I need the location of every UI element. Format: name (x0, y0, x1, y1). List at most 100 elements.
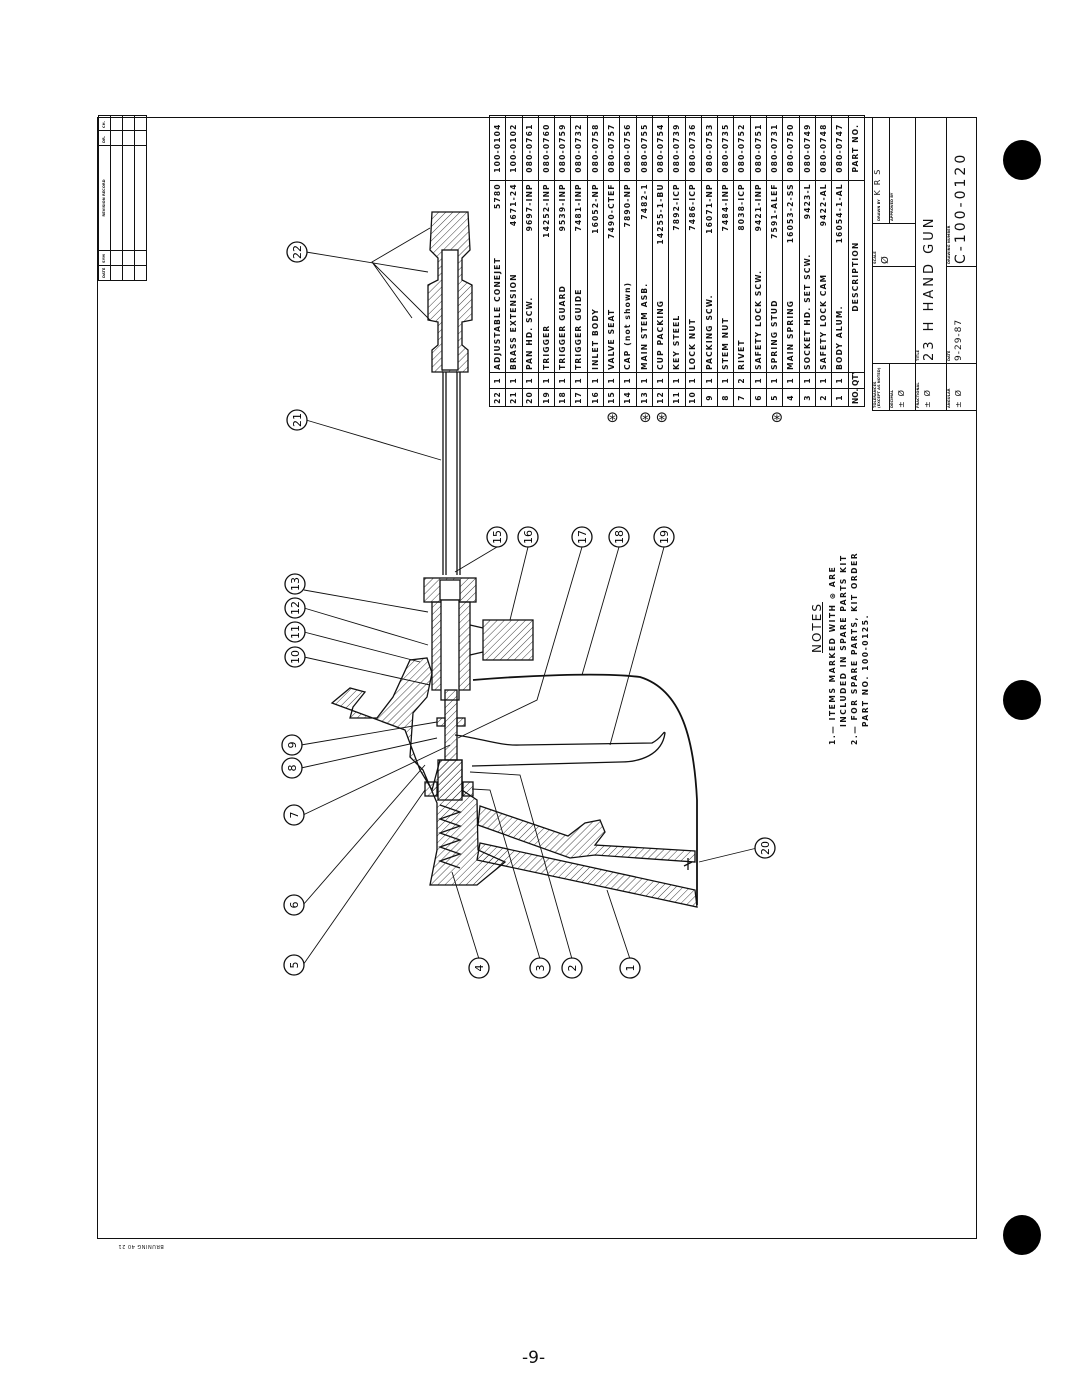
callout-circle (286, 241, 308, 263)
part-number-cell: 3 (799, 388, 816, 407)
callout-circle (283, 804, 305, 826)
callout-circle (529, 957, 551, 979)
part-no-cell: 080-0748 (815, 115, 832, 181)
part-no-cell: 080-0749 (799, 115, 816, 181)
paper-brand-footer: BRUNING 40 21 (118, 1243, 164, 1249)
part-description: BRASS EXTENSION (509, 273, 519, 370)
callout-number: 16 (522, 530, 535, 544)
callout-number: 6 (288, 902, 301, 909)
notes-block: NOTES 1.— ITEMS MARKED WITH ⊛ ARE INCLUD… (810, 510, 890, 745)
callout-number: 17 (576, 530, 589, 544)
part-qty-cell: 1 (652, 372, 669, 389)
spare-part-marker-icon: ⊛ (770, 408, 784, 426)
part-vendor-code: 16052-NP (590, 183, 600, 234)
part-description: SAFETY LOCK SCW. (753, 269, 763, 370)
part-description: PACKING SCW. (704, 294, 714, 370)
part-number-cell: 10 (685, 388, 702, 407)
part-qty-cell: 1 (489, 372, 506, 389)
part-no-cell: 080-0735 (717, 115, 734, 181)
part-vendor-code: 7482-1 (639, 183, 649, 220)
part-vendor-code: 7481-INP (574, 183, 584, 232)
part-description: SOCKET HD. SET SCW. (802, 253, 812, 370)
part-number-cell: 5 (766, 388, 783, 407)
callout-circle (571, 526, 593, 548)
part-qty-cell: 1 (668, 372, 686, 389)
callout-circle (283, 954, 305, 976)
part-description: TRIGGER GUARD (558, 284, 568, 370)
callout-circle (653, 526, 675, 548)
callout-9: 9 (281, 734, 303, 756)
part-vendor-code: 14252-INP (541, 183, 551, 238)
part-qty-cell: 1 (522, 372, 539, 389)
part-qty-cell: 1 (701, 372, 718, 389)
part-vendor-code: 16054-1-AL (835, 183, 845, 244)
drawn-by-label: DRAWN BY (877, 199, 881, 221)
part-vendor-code: 9539-INP (558, 183, 568, 232)
part-number-cell: 19 (538, 388, 555, 407)
part-description: STEM NUT (721, 317, 731, 370)
part-qty-cell: 1 (505, 372, 523, 389)
callout-circle (619, 957, 641, 979)
callout-5: 5 (283, 954, 305, 976)
callout-number: 11 (289, 625, 302, 639)
part-description: SAFETY LOCK CAM (818, 273, 828, 370)
callout-number: 12 (289, 601, 302, 615)
callout-circle (284, 621, 306, 643)
callout-13: 13 (284, 573, 306, 595)
trigger (454, 731, 666, 767)
part-number-cell: 4 (782, 388, 800, 407)
part-no-cell: 080-0755 (636, 115, 653, 181)
part-no-cell: 080-0756 (619, 115, 637, 181)
callout-circle (283, 894, 305, 916)
date-value: 9-29-87 (953, 318, 964, 361)
part-qty-cell: 1 (619, 372, 637, 389)
part-no-cell: 080-0753 (701, 115, 718, 181)
callout-number: 19 (658, 530, 671, 544)
part-qty-cell: 1 (587, 372, 604, 389)
part-no-cell: 080-0750 (782, 115, 800, 181)
spring-stud (437, 759, 463, 801)
part-vendor-code: 7490-CTEF (606, 183, 616, 239)
part-number-cell: 9 (701, 388, 718, 407)
part-qty-cell: 1 (717, 372, 734, 389)
part-description: VALVE SEAT (606, 308, 616, 370)
note-1-continuation: INCLUDED IN SPARE PARTS KIT (839, 554, 848, 727)
callout-circle (284, 573, 306, 595)
part-number-cell: 7 (733, 388, 751, 407)
callout-number: 4 (473, 965, 486, 972)
part-description: BODY ALUM. (835, 305, 845, 370)
part-qty-cell: 1 (799, 372, 816, 389)
notes-title: NOTES (810, 602, 824, 653)
part-qty-cell: 1 (538, 372, 555, 389)
callout-10: 10 (284, 646, 306, 668)
part-vendor-code: 5780 (492, 183, 502, 209)
part-no-cell: 080-0752 (733, 115, 751, 181)
part-description: LOCK NUT (688, 318, 698, 370)
part-qty-cell: 1 (750, 372, 767, 389)
part-number-cell: 15 (603, 388, 620, 407)
callout-21: 21 (286, 409, 308, 431)
spare-part-marker-icon: ⊛ (639, 408, 652, 426)
decimal-value: ± Ø (896, 388, 906, 408)
note-2-continuation: PART NO. 100-0125. (861, 613, 870, 727)
binder-hole (1003, 680, 1041, 720)
part-number-cell: 6 (750, 388, 767, 407)
approved-by-label: APPROVED BY (890, 192, 894, 221)
callout-11: 11 (284, 621, 306, 643)
part-description: MAIN STEM ASB. (639, 282, 649, 370)
callout-1: 1 (619, 957, 641, 979)
